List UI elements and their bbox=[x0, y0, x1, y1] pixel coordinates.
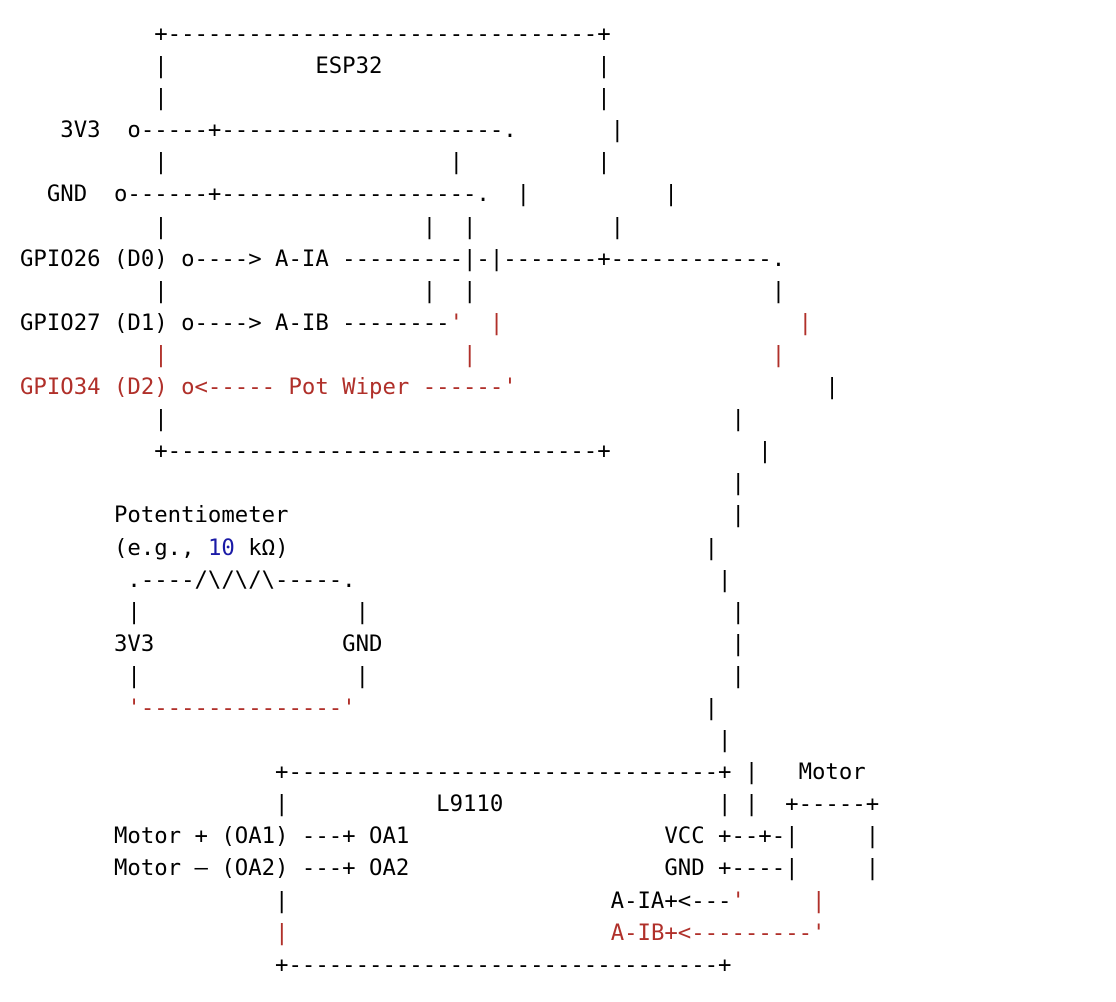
diagram-line-13: +--------------------------------+ | bbox=[20, 435, 879, 467]
diagram-text: | bbox=[516, 374, 839, 401]
diagram-text: | bbox=[771, 341, 786, 368]
diagram-text: GND o------+-------------------. | | bbox=[20, 181, 678, 208]
diagram-line-6: | | | | bbox=[20, 211, 879, 243]
diagram-text: | | | bbox=[20, 149, 611, 176]
diagram-line-16: (e.g., 10 kΩ) | bbox=[20, 532, 879, 564]
diagram-line-21: '---------------' | bbox=[20, 692, 879, 724]
diagram-text: GPIO27 (D1) o----> A-IB -------- bbox=[20, 309, 450, 336]
diagram-text: | bbox=[463, 341, 477, 368]
diagram-line-15: Potentiometer | bbox=[20, 499, 879, 531]
diagram-text: | | | bbox=[20, 662, 745, 689]
diagram-line-12: | | bbox=[20, 403, 879, 435]
diagram-text bbox=[463, 310, 490, 336]
diagram-text: (e.g., bbox=[20, 534, 208, 561]
diagram-text: +--------------------------------+ bbox=[20, 21, 611, 47]
diagram-line-26: Motor – (OA2) ---+ OA2 GND +----| | bbox=[20, 852, 879, 884]
diagram-text: +--------------------------------+ bbox=[20, 951, 732, 978]
diagram-text: Motor + (OA1) ---+ OA1 VCC +--+-| | bbox=[20, 823, 880, 850]
diagram-text: | bbox=[20, 727, 732, 754]
diagram-line-14: | bbox=[20, 467, 879, 499]
diagram-line-9: GPIO27 (D1) o----> A-IB --------' | | bbox=[20, 307, 879, 339]
diagram-text: | bbox=[812, 887, 826, 914]
diagram-line-22: | bbox=[20, 724, 879, 756]
diagram-text: +--------------------------------+ | Mot… bbox=[20, 759, 866, 786]
diagram-text bbox=[745, 888, 812, 914]
diagram-text: ' bbox=[731, 887, 745, 914]
diagram-text: Motor – (OA2) ---+ OA2 GND +----| | bbox=[20, 855, 880, 882]
diagram-line-5: GND o------+-------------------. | | bbox=[20, 178, 879, 210]
diagram-text: +--------------------------------+ | bbox=[20, 438, 772, 465]
diagram-line-28: | A-IB+<---------' bbox=[20, 917, 879, 949]
diagram-text: | bbox=[154, 341, 168, 368]
diagram-text bbox=[20, 342, 154, 368]
diagram-text: '---------------' bbox=[127, 694, 356, 721]
wiring-diagram: +--------------------------------+ | ESP… bbox=[20, 18, 879, 981]
diagram-line-2: | | bbox=[20, 82, 879, 114]
diagram-text: | | | | bbox=[20, 277, 786, 304]
diagram-text: | bbox=[798, 309, 813, 336]
diagram-text: | ESP32 | bbox=[20, 53, 611, 80]
diagram-text: | bbox=[20, 470, 745, 497]
diagram-line-10: | | | bbox=[20, 339, 879, 371]
diagram-text bbox=[20, 920, 275, 946]
diagram-line-4: | | | bbox=[20, 146, 879, 178]
diagram-line-7: GPIO26 (D0) o----> A-IA ---------|-|----… bbox=[20, 243, 879, 275]
diagram-line-3: 3V3 o-----+---------------------. | bbox=[20, 114, 879, 146]
diagram-line-1: | ESP32 | bbox=[20, 50, 879, 82]
diagram-text: | bbox=[489, 309, 504, 336]
diagram-text: Potentiometer | bbox=[20, 502, 745, 529]
diagram-text: | | | | bbox=[20, 213, 625, 240]
diagram-line-0: +--------------------------------+ bbox=[20, 18, 879, 50]
diagram-text: 3V3 GND | bbox=[20, 630, 745, 657]
diagram-text bbox=[476, 342, 771, 368]
diagram-line-29: +--------------------------------+ bbox=[20, 949, 879, 981]
diagram-text: 10 bbox=[207, 534, 235, 561]
diagram-line-8: | | | | bbox=[20, 275, 879, 307]
diagram-line-23: +--------------------------------+ | Mot… bbox=[20, 756, 879, 788]
diagram-text: | bbox=[355, 694, 719, 721]
diagram-text: .----/\/\/\-----. | bbox=[20, 566, 732, 593]
diagram-text: | bbox=[275, 919, 289, 946]
diagram-text: | A-IA+<--- bbox=[20, 887, 732, 914]
diagram-text: 3V3 o-----+---------------------. | bbox=[20, 117, 625, 144]
diagram-text: | | bbox=[20, 406, 745, 433]
diagram-line-17: .----/\/\/\-----. | bbox=[20, 564, 879, 596]
diagram-text: GPIO34 (D2) o<----- Pot Wiper ------' bbox=[20, 374, 517, 401]
diagram-line-18: | | | bbox=[20, 596, 879, 628]
diagram-line-20: | | | bbox=[20, 660, 879, 692]
diagram-text: | L9110 | | +-----+ bbox=[20, 791, 880, 818]
diagram-text bbox=[168, 342, 463, 368]
diagram-text: A-IB+<---------' bbox=[610, 919, 826, 946]
diagram-text bbox=[503, 310, 798, 336]
diagram-line-24: | L9110 | | +-----+ bbox=[20, 788, 879, 820]
diagram-text: kΩ) | bbox=[234, 534, 719, 561]
diagram-text: | | | bbox=[20, 598, 745, 625]
diagram-text bbox=[289, 920, 611, 946]
diagram-line-25: Motor + (OA1) ---+ OA1 VCC +--+-| | bbox=[20, 820, 879, 852]
diagram-line-27: | A-IA+<---' | bbox=[20, 885, 879, 917]
diagram-text: GPIO26 (D0) o----> A-IA ---------|-|----… bbox=[20, 245, 786, 272]
diagram-text bbox=[20, 695, 127, 721]
diagram-text: | | bbox=[20, 85, 611, 112]
diagram-line-11: GPIO34 (D2) o<----- Pot Wiper ------' | bbox=[20, 371, 879, 403]
diagram-line-19: 3V3 GND | bbox=[20, 628, 879, 660]
diagram-text: ' bbox=[449, 309, 464, 336]
